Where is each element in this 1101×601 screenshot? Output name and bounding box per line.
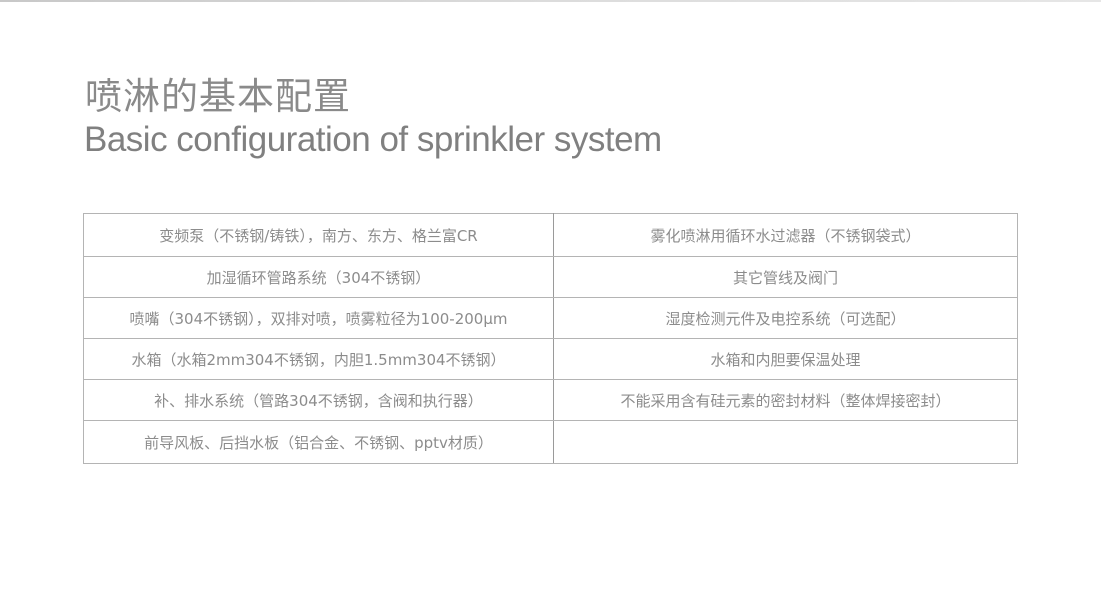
table-row: 补、排水系统（管路304不锈钢，含阀和执行器） 不能采用含有硅元素的密封材料（整… — [83, 379, 1018, 421]
table-cell-right: 其它管线及阀门 — [553, 256, 1018, 298]
table-cell-right: 雾化喷淋用循环水过滤器（不锈钢袋式） — [553, 213, 1018, 257]
table-cell-right — [553, 420, 1018, 464]
table-cell-left: 加湿循环管路系统（304不锈钢） — [83, 256, 554, 298]
table-row: 水箱（水箱2mm304不锈钢，内胆1.5mm304不锈钢） 水箱和内胆要保温处理 — [83, 338, 1018, 380]
page-title-chinese: 喷淋的基本配置 — [85, 75, 351, 118]
table-cell-right: 湿度检测元件及电控系统（可选配） — [553, 297, 1018, 339]
table-row: 喷嘴（304不锈钢），双排对喷，喷雾粒径为100-200μm 湿度检测元件及电控… — [83, 297, 1018, 339]
table-cell-left: 前导风板、后挡水板（铝合金、不锈钢、pptv材质） — [83, 420, 554, 464]
table-cell-right: 水箱和内胆要保温处理 — [553, 338, 1018, 380]
top-divider — [0, 0, 1101, 2]
table-cell-left: 水箱（水箱2mm304不锈钢，内胆1.5mm304不锈钢） — [83, 338, 554, 380]
table-cell-left: 喷嘴（304不锈钢），双排对喷，喷雾粒径为100-200μm — [83, 297, 554, 339]
table-cell-left: 补、排水系统（管路304不锈钢，含阀和执行器） — [83, 379, 554, 421]
table-row: 变频泵（不锈钢/铸铁），南方、东方、格兰富CR 雾化喷淋用循环水过滤器（不锈钢袋… — [83, 213, 1018, 257]
table-cell-right: 不能采用含有硅元素的密封材料（整体焊接密封） — [553, 379, 1018, 421]
table-row: 加湿循环管路系统（304不锈钢） 其它管线及阀门 — [83, 256, 1018, 298]
table-row: 前导风板、后挡水板（铝合金、不锈钢、pptv材质） — [83, 420, 1018, 464]
configuration-table: 变频泵（不锈钢/铸铁），南方、东方、格兰富CR 雾化喷淋用循环水过滤器（不锈钢袋… — [83, 213, 1018, 464]
table-cell-left: 变频泵（不锈钢/铸铁），南方、东方、格兰富CR — [83, 213, 554, 257]
page-title-english: Basic configuration of sprinkler system — [84, 120, 662, 159]
